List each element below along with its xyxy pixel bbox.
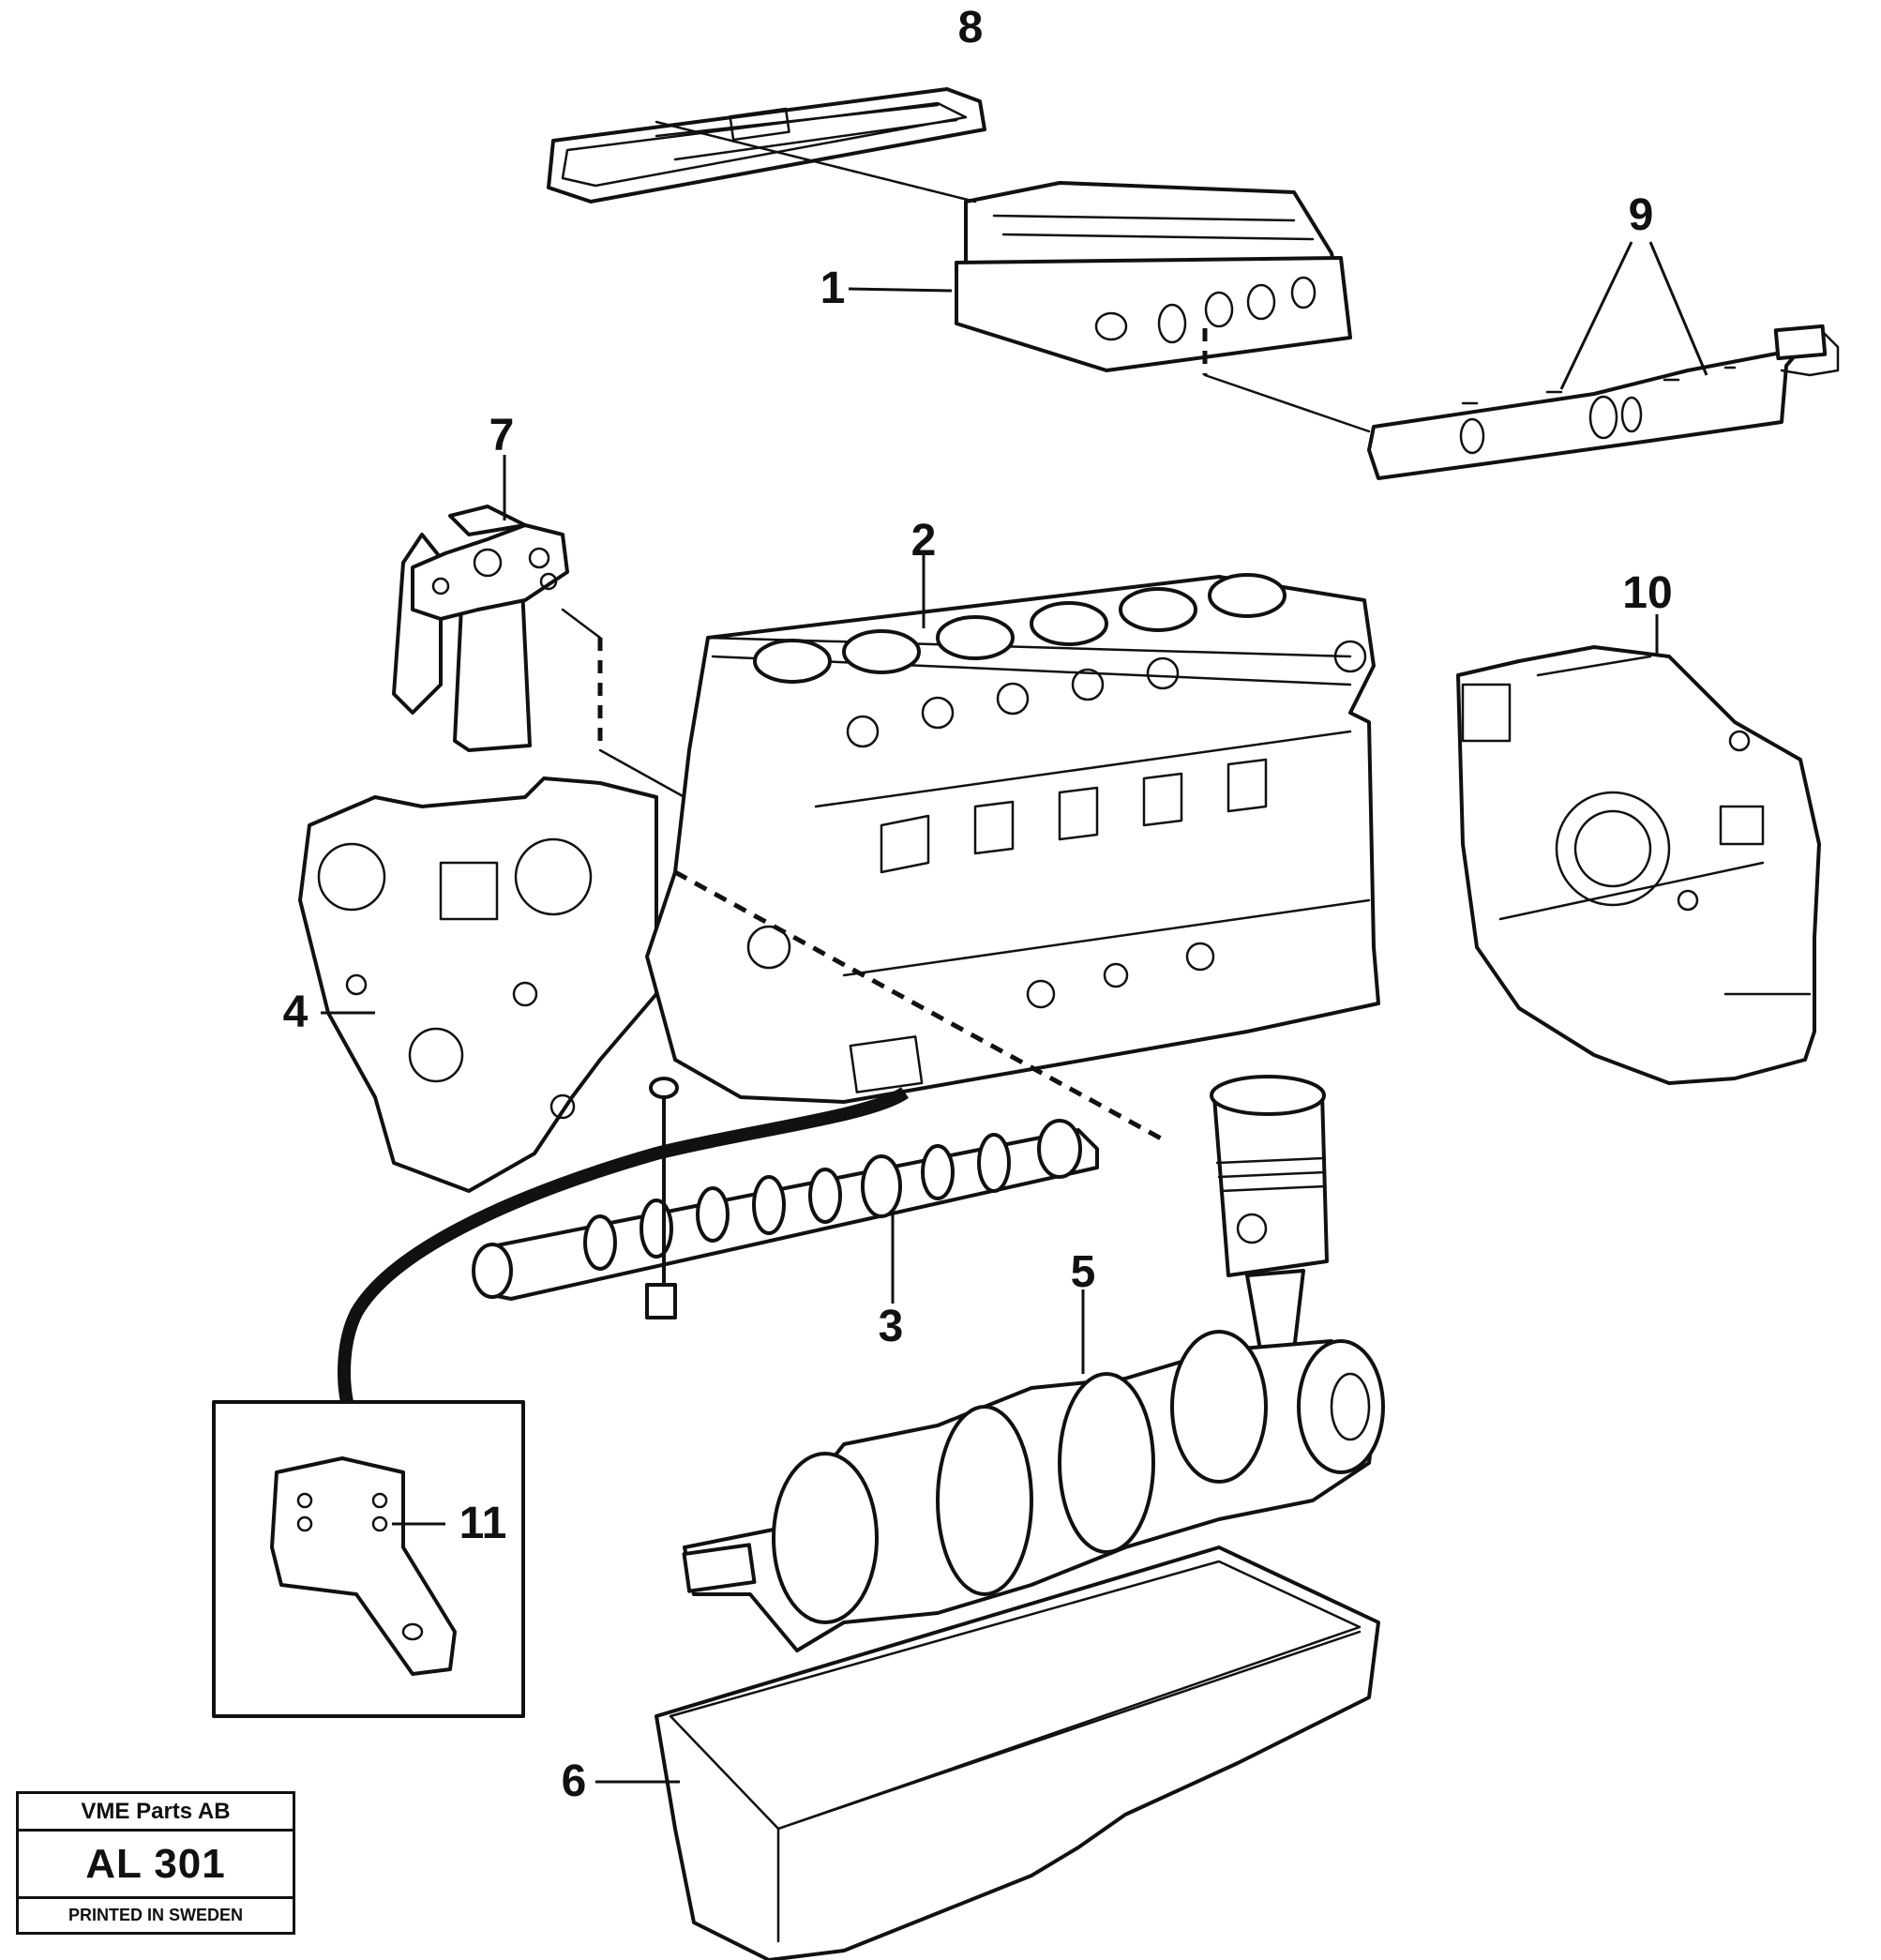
label-8: 8 <box>958 3 984 53</box>
printed-note: PRINTED IN SWEDEN <box>68 1906 243 1924</box>
dashed-guide <box>673 869 1165 1142</box>
label-7: 7 <box>489 411 515 460</box>
label-1: 1 <box>820 264 846 313</box>
crankshaft-part <box>682 1330 1385 1652</box>
label-6: 6 <box>562 1756 587 1806</box>
label-4: 4 <box>283 988 308 1037</box>
camshaft-part <box>472 1119 1099 1301</box>
leader-9b <box>1648 241 1708 376</box>
label-3: 3 <box>879 1302 904 1351</box>
label-2: 2 <box>911 516 937 565</box>
cylinder-head-part <box>955 181 1352 372</box>
valve-cover-gasket-part <box>547 87 986 204</box>
pushrod-part <box>645 1077 679 1319</box>
label-10: 10 <box>1622 568 1672 618</box>
leader-1 <box>848 287 953 293</box>
detail-callout-curve <box>338 1087 910 1404</box>
oil-filter-part <box>392 505 569 752</box>
oil-pan-part <box>655 1545 1380 1960</box>
leader-9a <box>1559 241 1633 390</box>
piston-part <box>1210 1075 1329 1357</box>
timing-cover-part <box>298 776 658 1193</box>
detail-box <box>212 1400 525 1718</box>
label-9: 9 <box>1629 190 1654 240</box>
exhaust-manifold-part <box>1367 324 1840 480</box>
label-5: 5 <box>1071 1247 1096 1297</box>
cylinder-block-part <box>645 573 1380 1104</box>
illustration-code: AL 301 <box>19 1832 293 1899</box>
title-block: VME Parts AB AL 301 PRINTED IN SWEDEN <box>16 1791 295 1935</box>
company-name: VME Parts AB <box>19 1794 293 1832</box>
flywheel-housing-part <box>1456 645 1821 1085</box>
label-11: 11 <box>459 1499 507 1548</box>
